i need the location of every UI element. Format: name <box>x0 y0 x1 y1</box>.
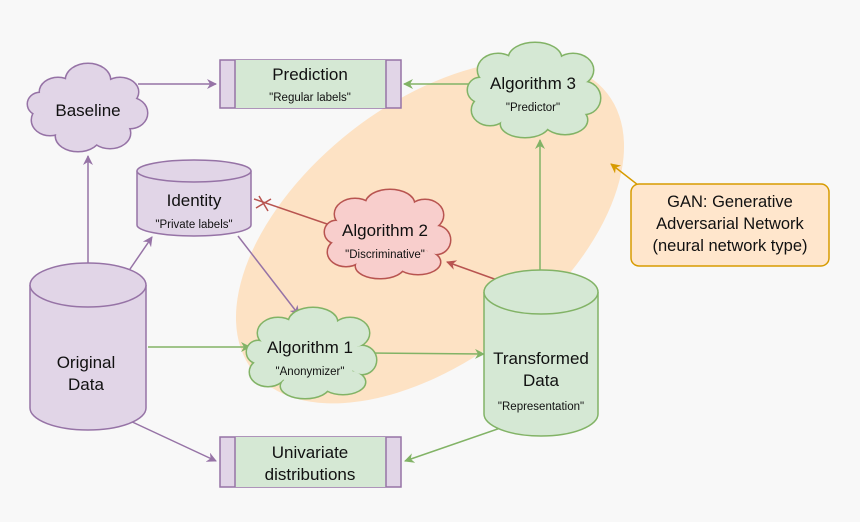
baseline-cloud: Baseline <box>26 62 149 153</box>
transformed-data-subtitle: "Representation" <box>498 401 584 413</box>
gan-note-line3: (neural network type) <box>653 237 808 255</box>
gan-note-line1: GAN: Generative <box>667 193 793 211</box>
algorithm2-title: Algorithm 2 <box>342 221 428 240</box>
identity-cylinder: Identity "Private labels" <box>136 159 252 237</box>
univariate-line1: Univariate <box>272 443 349 462</box>
algorithm3-subtitle: "Predictor" <box>506 102 560 114</box>
transformed-data-line2: Data <box>523 371 559 390</box>
edge-transformed-to-algorithm2 <box>446 260 501 282</box>
prediction-title: Prediction <box>272 65 348 84</box>
identity-subtitle: "Private labels" <box>155 219 232 231</box>
algorithm3-title: Algorithm 3 <box>490 74 576 93</box>
prediction-subtitle: "Regular labels" <box>269 92 351 104</box>
original-data-line2: Data <box>68 375 104 394</box>
algorithm1-subtitle: "Anonymizer" <box>276 366 345 378</box>
baseline-title: Baseline <box>55 101 120 120</box>
algorithm2-subtitle: "Discriminative" <box>345 249 425 261</box>
edge-algorithm2-to-identity-blocked <box>253 198 331 226</box>
algorithm3-cloud: Algorithm 3 "Predictor" <box>466 41 602 139</box>
original-data-cylinder: Original Data <box>29 262 147 431</box>
algorithm1-title: Algorithm 1 <box>267 338 353 357</box>
algorithm2-cloud: Algorithm 2 "Discriminative" <box>323 188 452 280</box>
algorithm1-cloud: Algorithm 1 "Anonymizer" <box>245 306 378 400</box>
original-data-line1: Original <box>57 353 116 372</box>
edge-original-to-identity <box>127 236 153 273</box>
edge-transformed-to-univariate <box>404 423 513 463</box>
edge-original-to-univariate <box>127 419 217 462</box>
transformed-data-line1: Transformed <box>493 349 589 368</box>
edge-algorithm1-to-transformed <box>367 348 485 359</box>
edge-identity-to-algorithm1 <box>237 235 300 316</box>
identity-title: Identity <box>167 191 222 210</box>
gan-note-box: GAN: Generative Adversarial Network (neu… <box>630 183 830 267</box>
prediction-box: Prediction "Regular labels" <box>219 59 402 109</box>
edge-blocked-cross-marker <box>255 195 272 212</box>
univariate-line2: distributions <box>265 465 356 484</box>
gan-note-line2: Adversarial Network <box>656 215 804 233</box>
transformed-data-cylinder: Transformed Data "Representation" <box>483 269 599 437</box>
edge-gan-note-to-ellipse <box>610 163 639 186</box>
univariate-box: Univariate distributions <box>219 436 402 488</box>
